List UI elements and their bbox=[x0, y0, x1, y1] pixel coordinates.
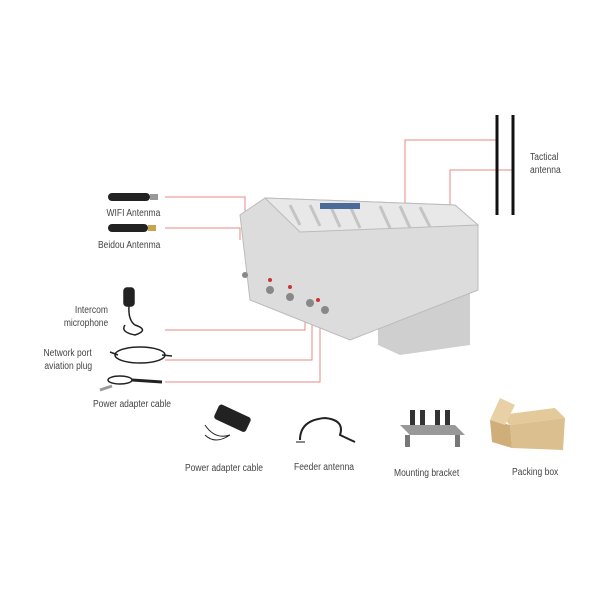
beidou-antenna-label: Beidou Antenma bbox=[97, 240, 160, 251]
packing-box-label: Packing box bbox=[512, 467, 559, 478]
power-cable-icon bbox=[99, 375, 163, 392]
intercom-label-1: Intercom bbox=[74, 305, 108, 316]
mounting-bracket-label: Mounting bracket bbox=[394, 468, 460, 479]
feeder-antenna-label: Feeder antenna bbox=[294, 462, 355, 473]
wifi-antenna-icon bbox=[108, 193, 158, 201]
network-label-1: Network port bbox=[43, 348, 92, 359]
packing-box-icon bbox=[490, 398, 565, 450]
feeder-antenna-icon bbox=[296, 416, 356, 443]
leader-lines bbox=[165, 139, 513, 383]
microphone-icon bbox=[123, 287, 144, 336]
intercom-label-2: microphone bbox=[63, 318, 108, 329]
tactical-label-1: Tactical bbox=[530, 152, 559, 163]
power-adapter-label: Power adapter cable bbox=[185, 463, 263, 474]
wifi-antenna-label: WIFI Antenma bbox=[106, 208, 160, 219]
mounting-bracket-icon bbox=[400, 410, 465, 447]
tactical-antennas bbox=[495, 115, 515, 215]
main-device bbox=[239, 197, 480, 355]
tactical-label-2: antenna bbox=[530, 165, 561, 176]
network-cable-icon bbox=[109, 346, 173, 364]
power-adapter-icon bbox=[204, 404, 251, 441]
network-label-2: aviation plug bbox=[44, 361, 92, 372]
beidou-antenna-icon bbox=[108, 224, 156, 232]
power-cable-label: Power adapter cable bbox=[93, 399, 171, 410]
